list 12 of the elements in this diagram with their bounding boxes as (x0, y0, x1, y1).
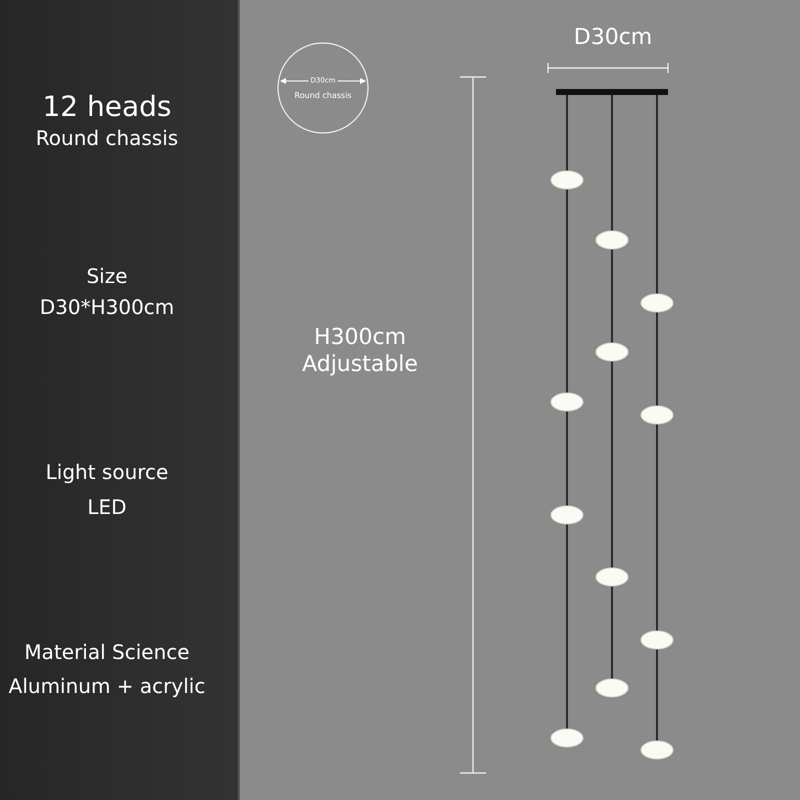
heading-text: 12 heads (42, 93, 172, 121)
spec-label: Light source (46, 462, 168, 482)
subheading-text: Round chassis (36, 128, 178, 148)
dimension-note: Adjustable (302, 354, 418, 376)
spec-label: Size (86, 266, 128, 286)
spec-value: Aluminum + acrylic (8, 676, 206, 696)
spec-value: LED (87, 497, 127, 517)
dimension-label: D30cm (574, 27, 652, 49)
spec-value: D30*H300cm (40, 297, 174, 317)
dimension-label: H300cm (314, 327, 406, 349)
inset-caption: Round chassis (294, 92, 352, 100)
spec-label: Material Science (24, 642, 190, 662)
